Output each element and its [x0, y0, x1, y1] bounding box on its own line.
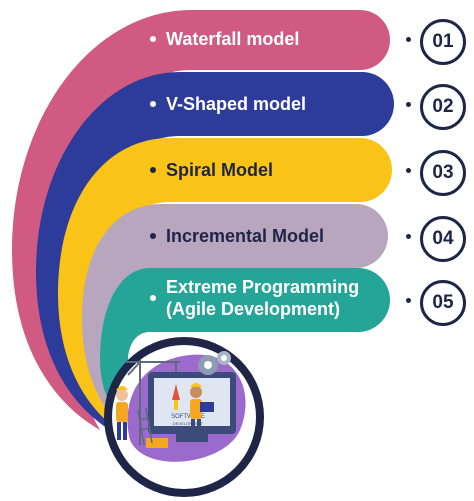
toolbox-icon [146, 438, 168, 448]
number-badge-05: 05 [420, 280, 466, 326]
label-spiral: Spiral Model [150, 159, 273, 181]
bullet-icon [150, 36, 156, 42]
label-text-extreme-line2: (Agile Development) [166, 299, 341, 319]
connector-dot [406, 298, 411, 303]
connector-dot [406, 37, 411, 42]
label-text-spiral: Spiral Model [166, 160, 274, 180]
worker-left-icon [116, 386, 128, 440]
crane-icon [126, 360, 180, 445]
number-badge-04: 04 [420, 216, 466, 262]
band-spiral [58, 138, 392, 430]
label-text-incremental: Incremental Model [166, 226, 325, 246]
label-waterfall: Waterfall model [150, 28, 299, 50]
label-text-waterfall: Waterfall model [166, 29, 300, 49]
label-v-shaped: V-Shaped model [150, 93, 306, 115]
band-extreme-programming [100, 268, 390, 430]
number-badge-02: 02 [420, 84, 466, 130]
ladder-icon [137, 407, 153, 446]
label-extreme-programming: Extreme Programming (Agile Development) [150, 276, 359, 320]
rocket-icon [172, 384, 180, 400]
band-v-shaped [36, 72, 394, 430]
number-badge-03: 03 [420, 150, 466, 196]
label-text-v-shaped: V-Shaped model [166, 94, 307, 114]
worker-right-icon [190, 383, 214, 441]
connector-dot [406, 102, 411, 107]
bullet-icon [150, 233, 156, 239]
screen-text-line2: DEVELOPMENT [173, 421, 204, 426]
number-badge-01: 01 [420, 19, 466, 65]
bullet-icon [150, 295, 156, 301]
bullet-icon [150, 167, 156, 173]
band-incremental [82, 204, 388, 430]
label-incremental: Incremental Model [150, 225, 324, 247]
label-text-extreme-line1: Extreme Programming [166, 277, 360, 297]
software-development-illustration: SOFTWARE DEVELOPMENT [104, 337, 264, 497]
connector-dot [406, 234, 411, 239]
connector-dot [406, 168, 411, 173]
screen-text-line1: SOFTWARE [171, 414, 205, 420]
bullet-icon [150, 101, 156, 107]
